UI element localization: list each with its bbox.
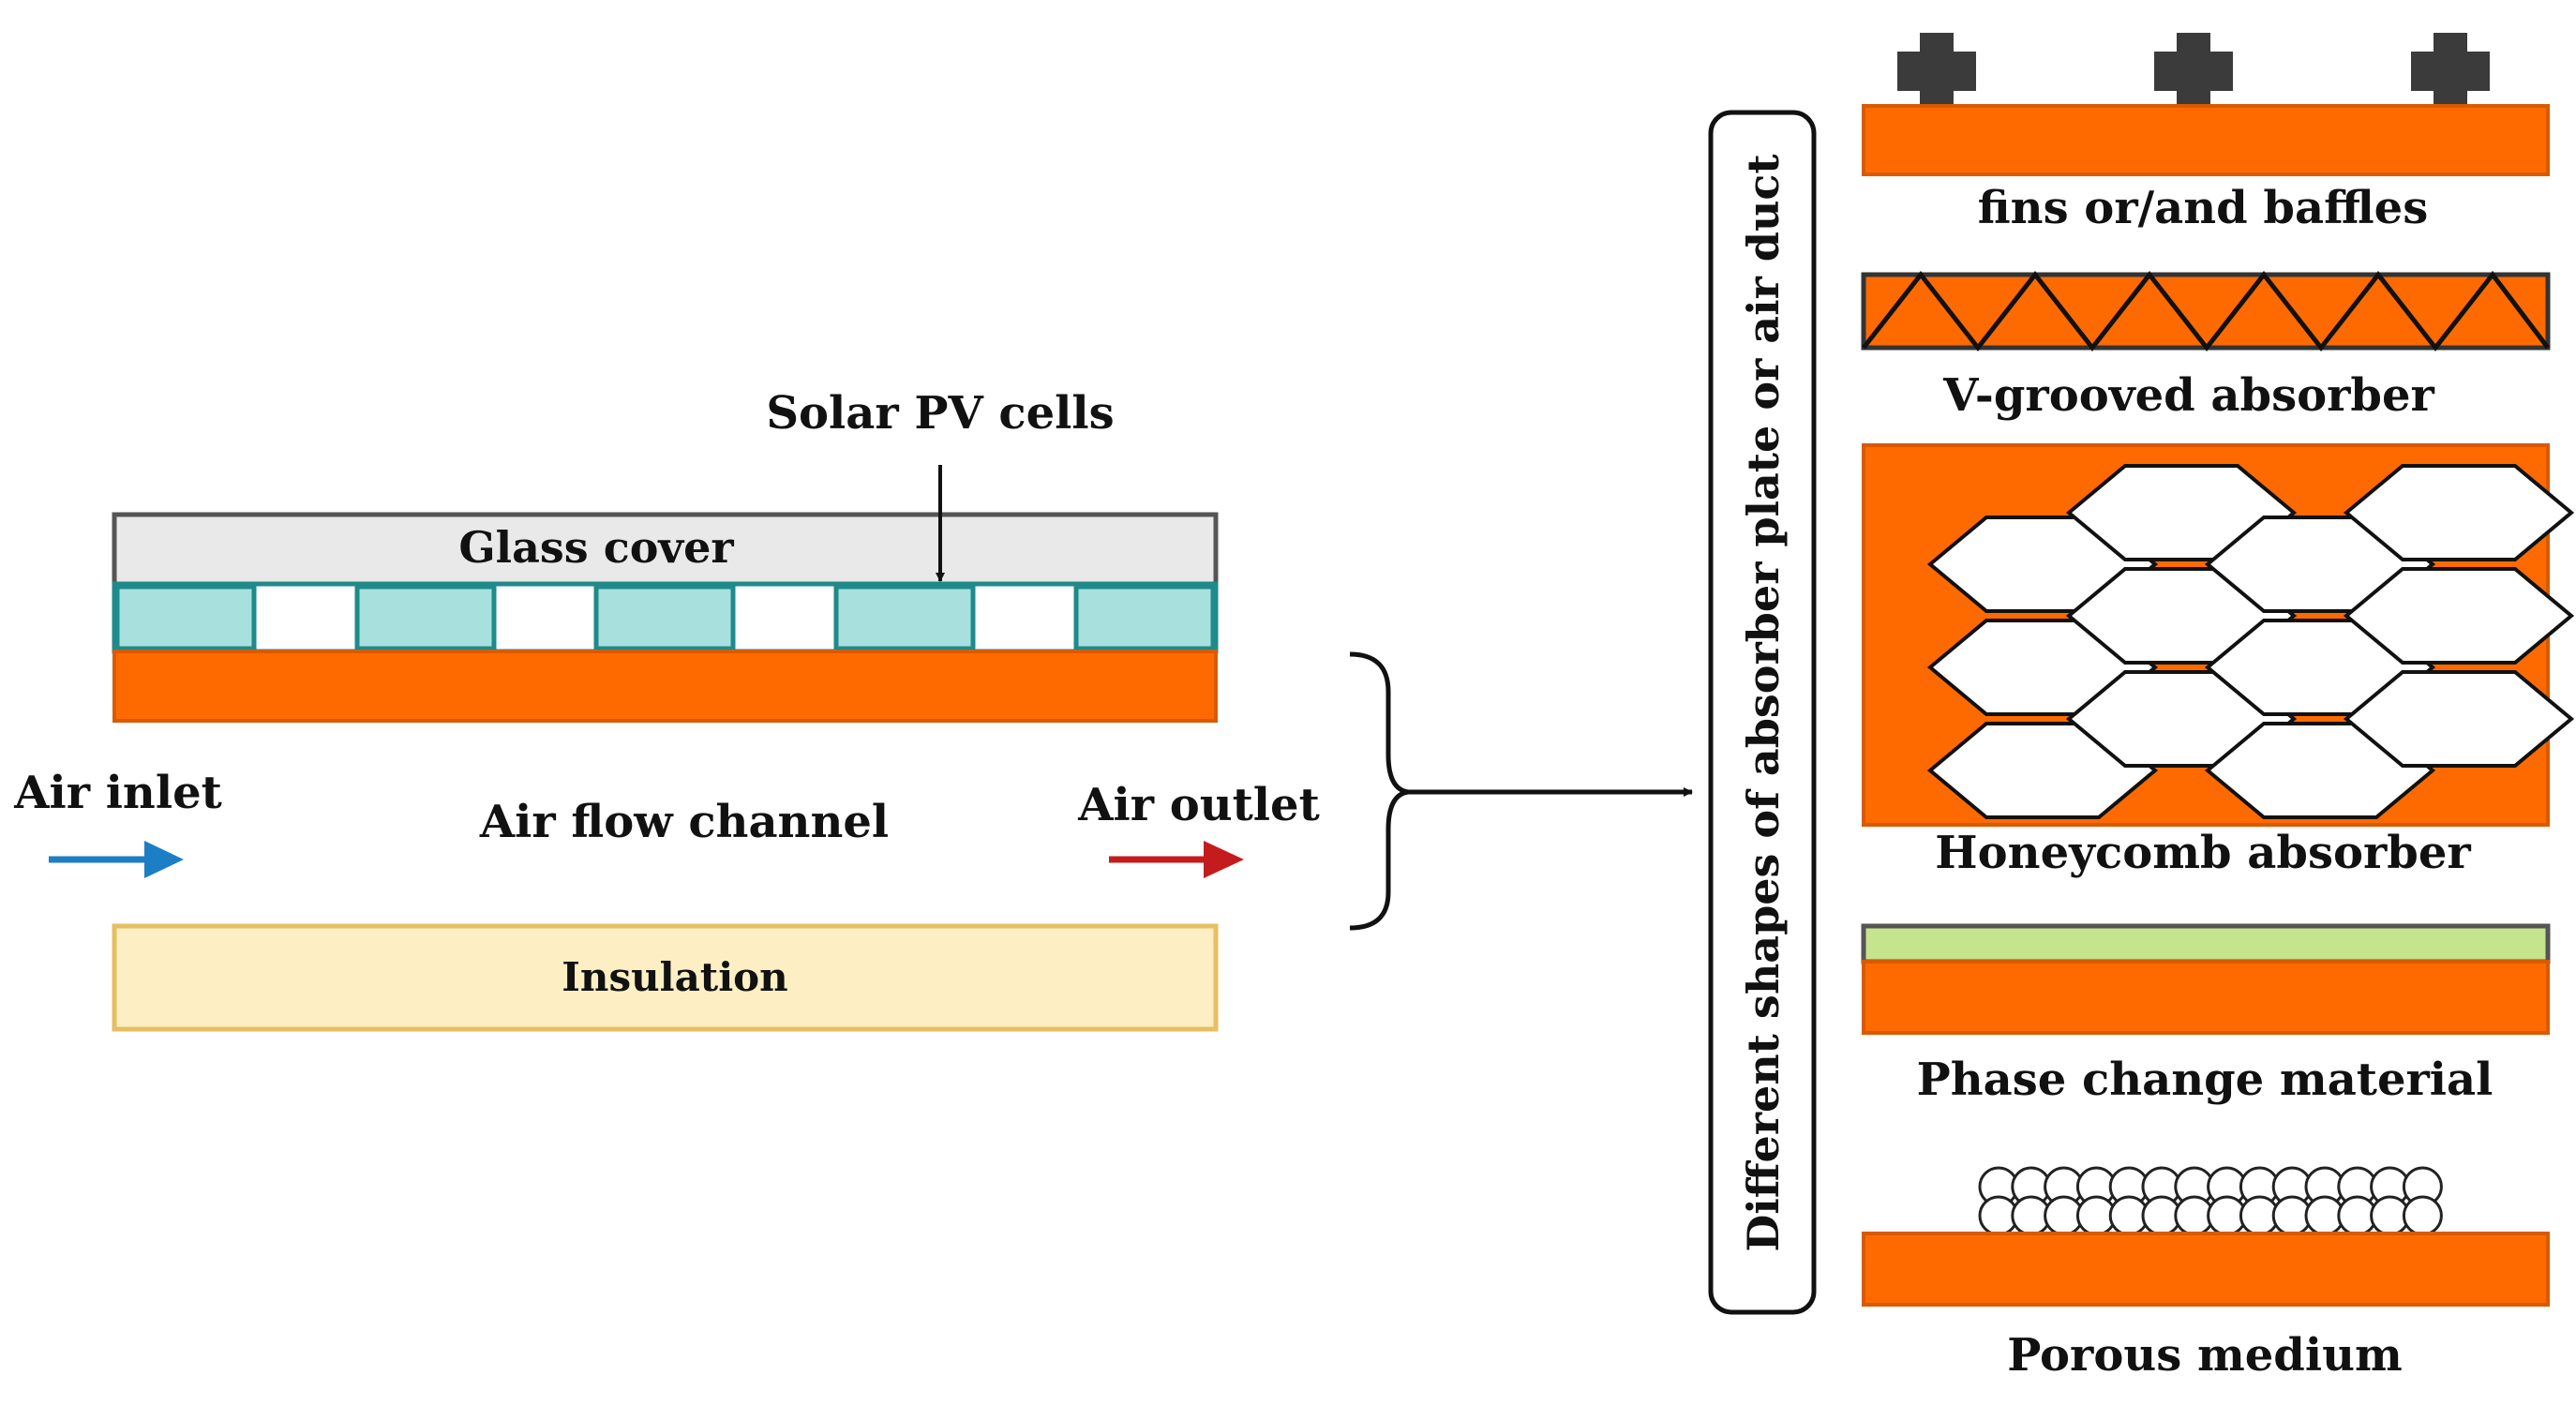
fin xyxy=(2154,33,2233,106)
variant-fins xyxy=(1862,33,2550,176)
variant-label-vgroove: V-grooved absorber xyxy=(1942,369,2434,422)
honeycomb-cell xyxy=(2065,567,2298,665)
variant-label-honeycomb: Honeycomb absorber xyxy=(1935,827,2471,879)
absorber-plate xyxy=(112,650,1218,723)
air-flow-channel-label: Air flow channel xyxy=(479,796,889,848)
variant-vgroove xyxy=(1861,270,2551,352)
absorber-shapes-box-label: Different shapes of absorber plate or ai… xyxy=(1738,154,1789,1252)
honeycomb-cell xyxy=(2065,670,2298,768)
pv-cell xyxy=(833,584,976,651)
fin xyxy=(1897,33,1976,106)
pv-cell xyxy=(114,584,257,651)
variant-label-porous: Porous medium xyxy=(2007,1329,2403,1382)
curly-brace xyxy=(1349,651,1409,931)
pv-cell xyxy=(354,584,497,651)
insulation-label: Insulation xyxy=(562,954,787,1000)
solar-pv-cells-label: Solar PV cells xyxy=(766,387,1114,440)
air-inlet-label: Air inlet xyxy=(13,767,222,819)
honeycomb-cell xyxy=(2204,619,2436,716)
porous-sphere xyxy=(2402,1195,2443,1236)
pv-cell-row xyxy=(112,581,1219,654)
pcm-layer xyxy=(1861,923,2551,964)
honeycomb-cell xyxy=(1926,722,2159,819)
honeycomb-cell xyxy=(1926,516,2159,613)
pv-cell xyxy=(593,584,736,651)
honeycomb-cell xyxy=(2343,464,2575,561)
honeycomb-cell xyxy=(2343,670,2575,768)
fins-absorber-plate xyxy=(1862,104,2550,176)
absorber-shapes-box xyxy=(1708,110,1817,1315)
honeycomb-cell xyxy=(2204,516,2436,613)
pv-cell xyxy=(1073,584,1216,651)
variant-label-pcm: Phase change material xyxy=(1917,1054,2494,1106)
pcm-absorber-plate xyxy=(1862,960,2550,1035)
glass-cover xyxy=(112,512,1219,587)
honeycomb-cell xyxy=(2343,567,2575,665)
insulation-layer xyxy=(112,923,1219,1032)
variant-label-fins: fins or/and baffles xyxy=(1978,182,2428,234)
honeycomb-cell xyxy=(1926,619,2159,716)
porous-absorber-plate xyxy=(1862,1232,2550,1307)
air-inlet-arrow xyxy=(49,841,184,878)
honeycomb-cell xyxy=(2065,464,2298,561)
honeycomb-cell xyxy=(2204,722,2436,819)
porous-spheres xyxy=(1978,1166,2443,1236)
fin xyxy=(2411,33,2490,106)
variant-porous xyxy=(1862,1166,2550,1307)
air-outlet-label: Air outlet xyxy=(1077,779,1320,831)
glass-cover-label: Glass cover xyxy=(458,522,734,573)
variant-pcm xyxy=(1861,923,2551,1035)
variant-honeycomb xyxy=(1862,443,2575,827)
air-outlet-arrow xyxy=(1109,841,1244,878)
v-groove-zigzag xyxy=(1862,270,2550,352)
